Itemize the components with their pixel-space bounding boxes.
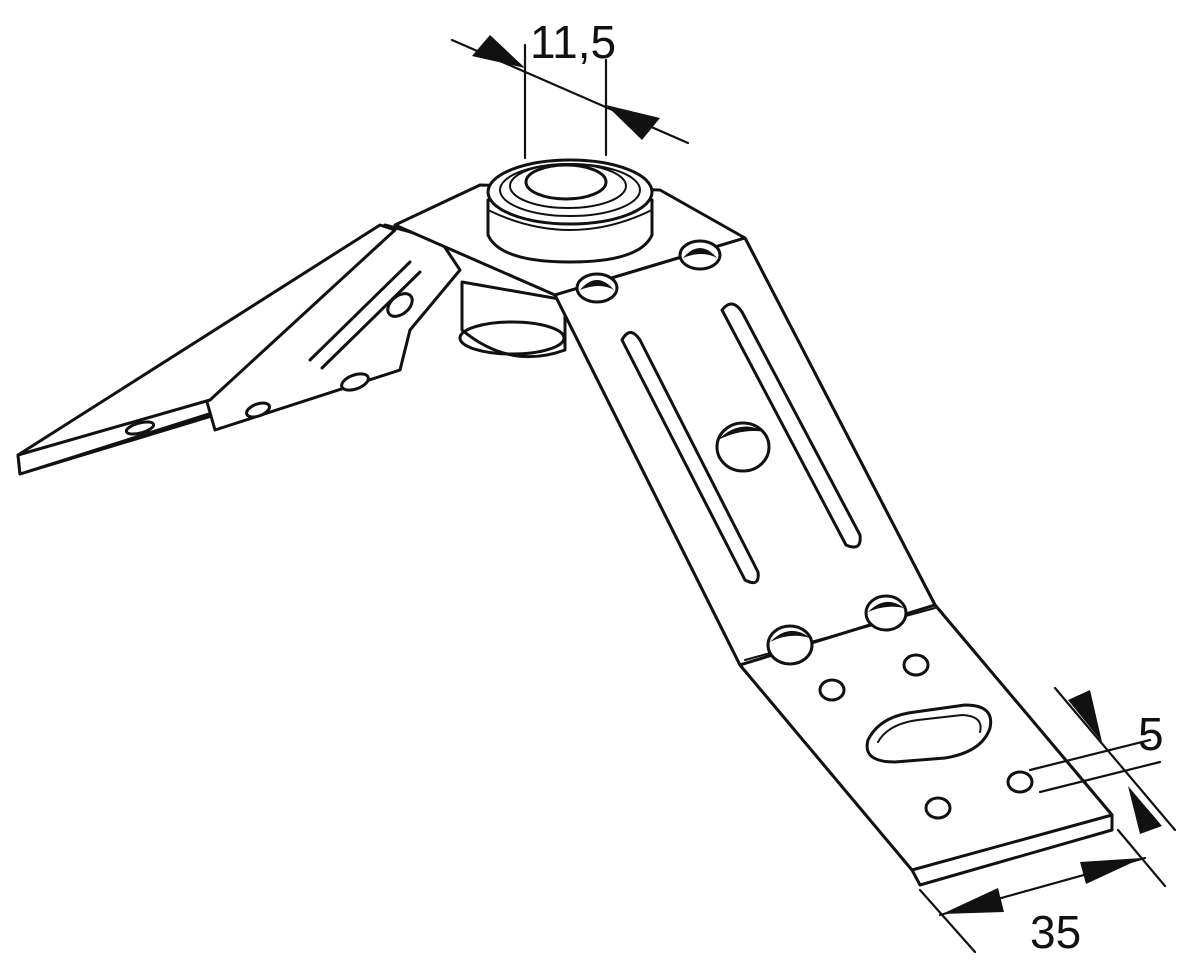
dim-arrow-top [1068, 690, 1102, 742]
dimension-bushing-width: 11,5 [450, 16, 690, 160]
dimension-strap-width: 35 [918, 828, 1167, 958]
dim-arrow-strap-left [942, 888, 1004, 914]
dimension-label-hole-diameter: 5 [1138, 708, 1164, 760]
dim-arrow-bottom [1128, 786, 1162, 834]
dim-arrow-strap-right [1080, 858, 1142, 884]
dim-arrow-right [606, 105, 660, 140]
dimension-hole-diameter: 5 [1028, 686, 1177, 834]
left-arm [16, 203, 462, 476]
right-arm [553, 236, 1114, 887]
dimension-label-strap-width: 35 [1030, 906, 1081, 958]
dimension-label-bushing-width: 11,5 [530, 16, 616, 68]
bushing [393, 158, 747, 359]
dim-arrow-left [472, 35, 525, 68]
